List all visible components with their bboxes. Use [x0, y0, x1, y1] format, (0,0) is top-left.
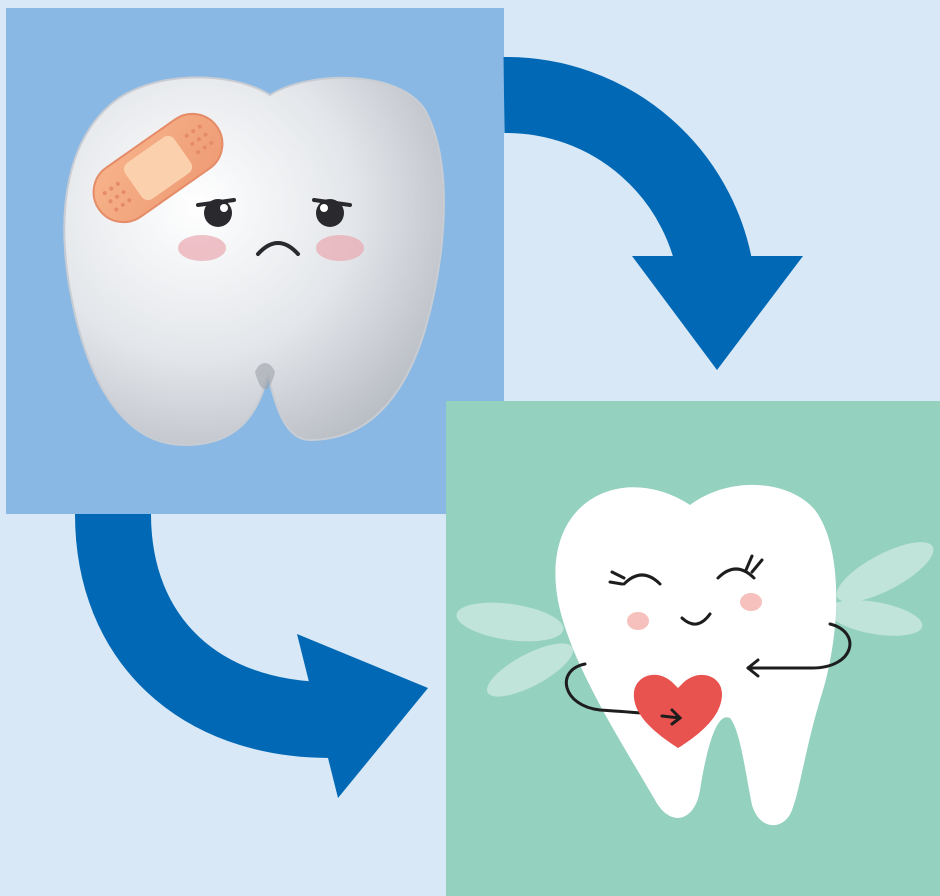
sad-left-blush	[178, 235, 226, 261]
happy-left-blush	[627, 612, 649, 630]
happy-right-blush	[740, 593, 762, 611]
happy-tooth	[555, 485, 850, 825]
sad-right-blush	[316, 235, 364, 261]
arrow-top-right	[504, 95, 803, 370]
sad-tooth	[64, 77, 444, 445]
arrow-bottom-left	[113, 514, 428, 798]
